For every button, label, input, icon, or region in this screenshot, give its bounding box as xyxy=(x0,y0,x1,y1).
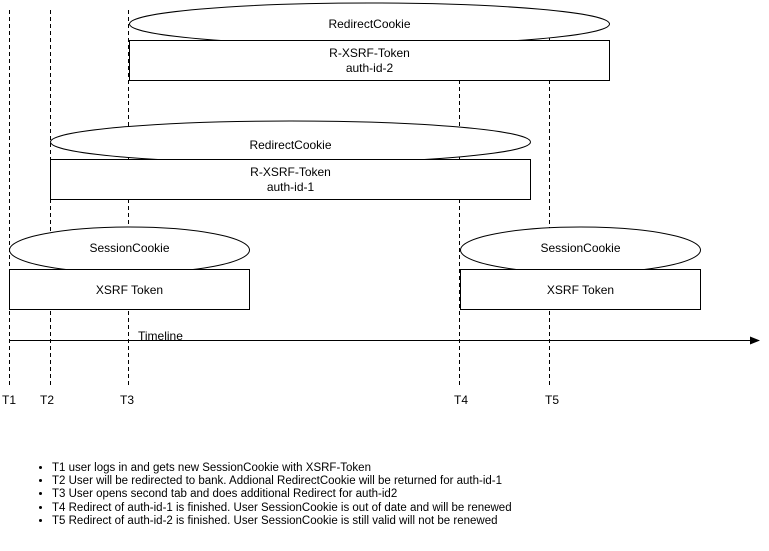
timeline-label: Timeline xyxy=(138,329,183,343)
marker-t5: T5 xyxy=(545,393,559,407)
note-t4: T4 Redirect of auth-id-1 is finished. Us… xyxy=(52,502,769,515)
note-t2: T2 User will be redirected to bank. Addi… xyxy=(52,475,769,488)
marker-t2: T2 xyxy=(40,393,54,407)
token-label: XSRF Token xyxy=(547,283,614,297)
note-t1: T1 user logs in and gets new SessionCook… xyxy=(52,462,769,475)
note-t5: T5 Redirect of auth-id-2 is finished. Us… xyxy=(52,515,769,528)
time-markers: T1 T2 T3 T4 T5 xyxy=(2,393,559,407)
marker-t1: T1 xyxy=(2,393,16,407)
token-label: R-XSRF-Token xyxy=(329,46,410,60)
token-box xyxy=(50,159,531,200)
token-label: R-XSRF-Token xyxy=(250,165,331,179)
redirect-cookie-auth-id-2: RedirectCookie R-XSRF-Token auth-id-2 xyxy=(129,2,610,81)
token-box xyxy=(9,269,250,310)
cookie-label: RedirectCookie xyxy=(249,138,331,152)
cookie-label: SessionCookie xyxy=(89,241,169,255)
auth-id-label: auth-id-2 xyxy=(346,61,394,75)
session-cookie-t4: SessionCookie XSRF Token xyxy=(460,226,701,310)
session-cookie-t1: SessionCookie XSRF Token xyxy=(9,226,250,310)
marker-t3: T3 xyxy=(120,393,134,407)
note-t3: T3 User opens second tab and does additi… xyxy=(52,488,769,501)
token-box xyxy=(129,40,610,81)
token-box xyxy=(460,269,701,310)
redirect-cookie-auth-id-1: RedirectCookie R-XSRF-Token auth-id-1 xyxy=(50,120,531,200)
token-label: XSRF Token xyxy=(96,283,163,297)
cookie-label: RedirectCookie xyxy=(328,17,410,31)
marker-t4: T4 xyxy=(454,393,468,407)
auth-id-label: auth-id-1 xyxy=(267,180,315,194)
cookie-label: SessionCookie xyxy=(540,241,620,255)
timeline-notes: T1 user logs in and gets new SessionCook… xyxy=(34,462,769,528)
